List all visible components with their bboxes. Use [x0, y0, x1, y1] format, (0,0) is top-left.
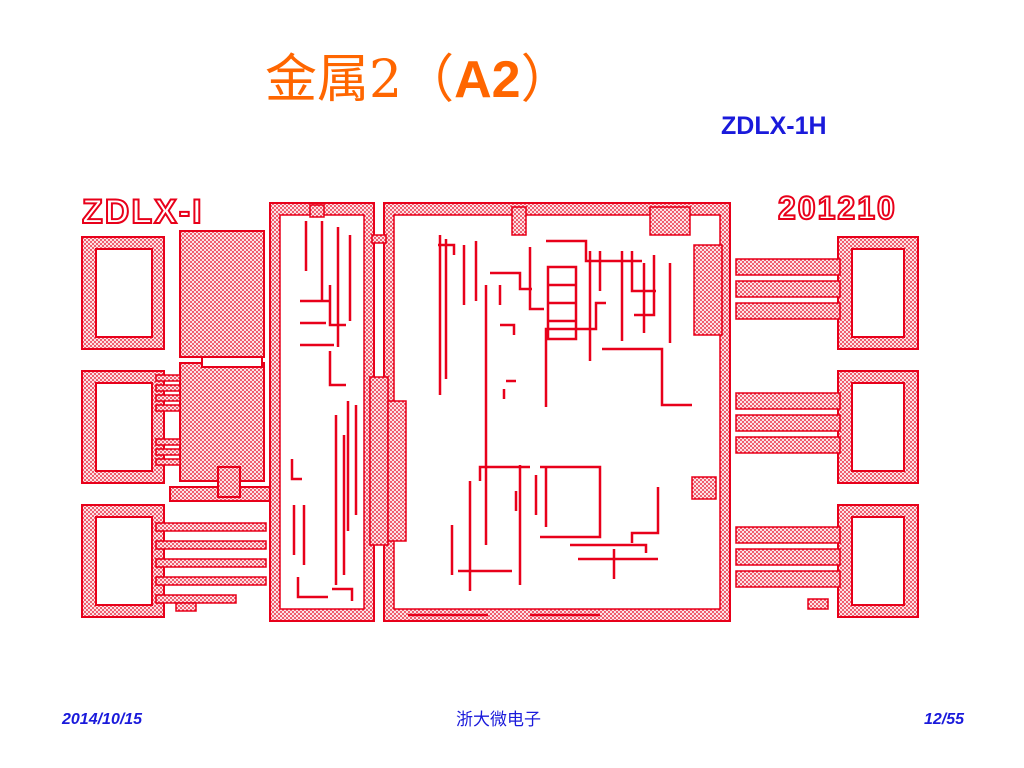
bond-pad	[837, 236, 919, 350]
footer-page-number: 12/55	[923, 711, 964, 728]
bond-pad	[837, 504, 919, 618]
title-code: A2	[454, 51, 521, 109]
bond-pad	[81, 370, 165, 484]
metal-block	[179, 230, 265, 358]
left-pad-fingers	[155, 374, 267, 612]
metal-block	[179, 362, 265, 482]
slide-title: 金属2（A2）	[265, 40, 573, 120]
left-metal-blocks	[169, 230, 271, 502]
right-pad-fingers	[735, 258, 841, 610]
bond-pad	[81, 504, 165, 618]
vertical-bus	[309, 204, 723, 546]
metal-block	[201, 356, 263, 368]
metal-traces	[290, 221, 692, 617]
title-cjk: 金属2（	[265, 50, 455, 110]
left-bond-pads	[81, 236, 165, 618]
title-close: ）	[520, 50, 573, 110]
bond-pad	[81, 236, 165, 350]
right-bond-pads	[837, 236, 919, 618]
metal-block	[217, 466, 241, 498]
chip-label: ZDLX-1H	[721, 112, 827, 140]
footer-date: 2014/10/15	[62, 711, 143, 728]
core-block	[383, 202, 731, 622]
footer-organization: 浙大微电子	[456, 710, 541, 730]
layout-caption-right: 201210	[778, 190, 897, 226]
layout-svg: ZDLX-I 201210	[81, 189, 919, 622]
metal2-layout-diagram: ZDLX-I 201210	[60, 175, 940, 635]
layout-caption-left: ZDLX-I	[82, 193, 204, 231]
bond-pad	[837, 370, 919, 484]
